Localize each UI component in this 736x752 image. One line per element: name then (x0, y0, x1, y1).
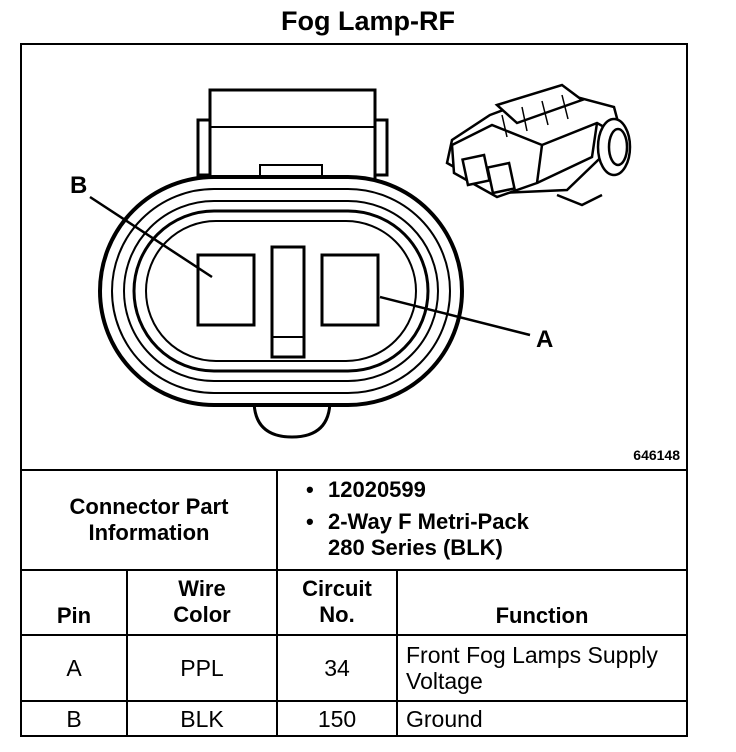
row-b-circuit: 150 (317, 705, 357, 732)
row-b-function: Ground (406, 705, 483, 732)
info-divider (276, 471, 278, 569)
header-function: Function (495, 603, 589, 628)
leader-line-a (379, 295, 531, 337)
row-a-wire-color: PPL (180, 655, 224, 681)
header-pin: Pin (56, 603, 92, 628)
connector-3d-view (445, 83, 632, 207)
table-divider (22, 569, 686, 571)
row-a-function: Front Fog Lamps Supply Voltage (406, 642, 658, 694)
page-title: Fog Lamp-RF (281, 6, 455, 36)
row-a-circuit: 34 (324, 655, 350, 681)
figure-reference-number: 646148 (633, 447, 680, 463)
pin-label-a: A (536, 326, 553, 353)
row-b-pin: B (66, 705, 82, 732)
table-row-divider (22, 700, 686, 702)
header-circuit-no: Circuit No. (302, 576, 372, 627)
connector-info-label: Connector Part Information (69, 494, 229, 545)
row-a-pin: A (66, 655, 82, 681)
connector-sheet: B A 646148 Connector Part Information 12… (20, 43, 688, 737)
leader-line-b (89, 195, 213, 279)
connector-body (98, 175, 464, 407)
connector-key-tab (252, 399, 332, 439)
pin-label-b: B (70, 172, 87, 199)
connector-type: 2-Way F Metri-Pack (302, 509, 682, 535)
col-divider-1 (126, 571, 128, 737)
center-divider (270, 245, 306, 359)
terminal-a (320, 253, 380, 327)
part-number: 12020599 (302, 477, 682, 503)
table-top-border (22, 469, 686, 471)
col-divider-2 (276, 571, 278, 737)
col-divider-3 (396, 571, 398, 737)
header-wire-color: Wire Color (173, 576, 231, 627)
row-b-wire-color: BLK (180, 705, 224, 732)
terminal-b (196, 253, 256, 327)
connector-diagram: B A (70, 83, 632, 439)
connector-info-list: 12020599 2-Way F Metri-Pack 280 Series (… (302, 477, 682, 561)
connector-series: 280 Series (BLK) (328, 535, 503, 560)
table-header-border (22, 634, 686, 636)
